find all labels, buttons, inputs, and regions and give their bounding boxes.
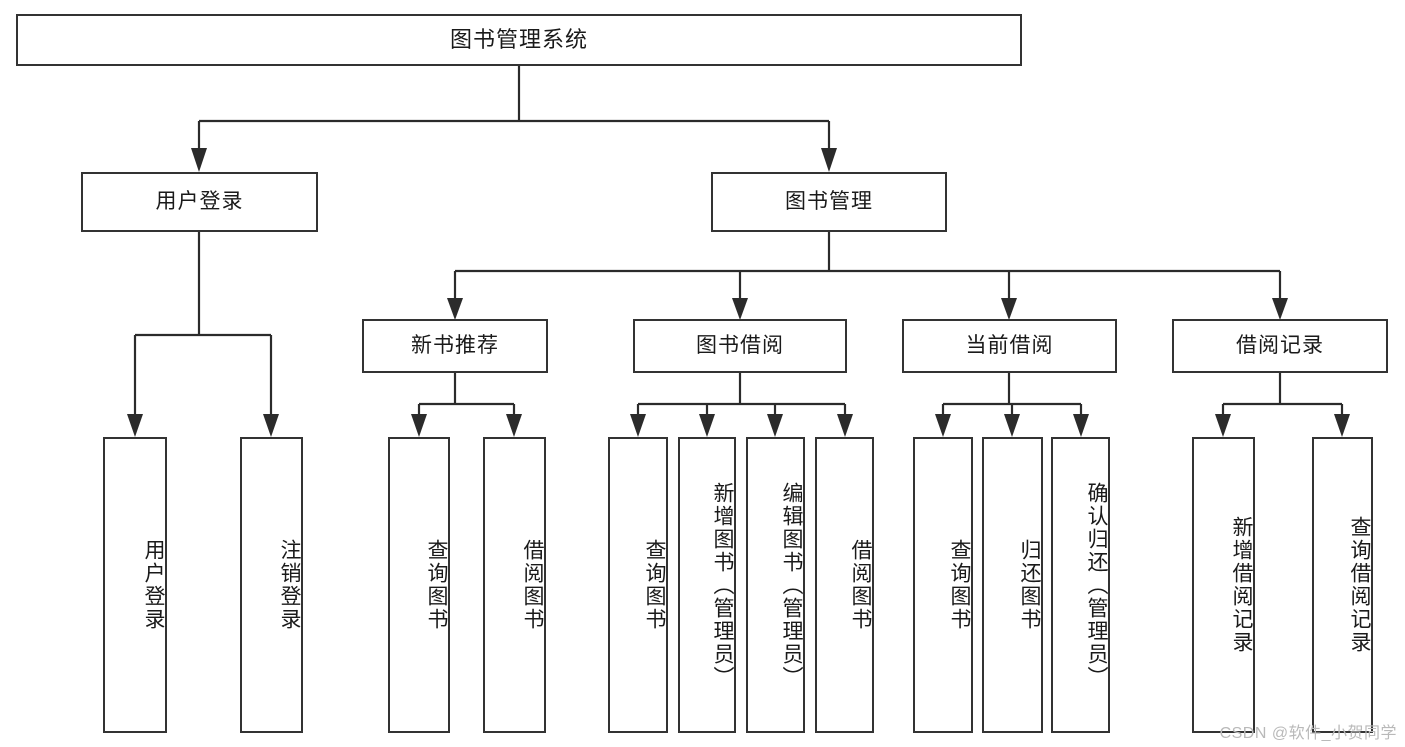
node-leaf-logout[interactable]: 注销登录 <box>240 437 303 733</box>
node-label: 新增图书（管理员） <box>711 481 734 689</box>
node-leaf-add-book[interactable]: 新增图书（管理员） <box>678 437 736 733</box>
node-label: 借阅图书 <box>521 539 544 631</box>
node-root-book-management-system[interactable]: 图书管理系统 <box>16 14 1022 66</box>
node-label: 用户登录 <box>142 539 165 631</box>
node-label: 新增借阅记录 <box>1230 516 1253 654</box>
node-leaf-confirm-return[interactable]: 确认归还（管理员） <box>1051 437 1110 733</box>
node-label: 查询图书 <box>643 539 666 631</box>
node-book-management[interactable]: 图书管理 <box>711 172 947 232</box>
node-label: 用户登录 <box>155 189 244 213</box>
node-leaf-edit-book[interactable]: 编辑图书（管理员） <box>746 437 805 733</box>
node-label: 图书管理 <box>785 189 873 213</box>
node-label: 查询图书 <box>425 539 448 631</box>
node-label: 查询图书 <box>948 539 971 631</box>
node-leaf-query-record[interactable]: 查询借阅记录 <box>1312 437 1373 733</box>
node-label: 确认归还（管理员） <box>1085 481 1108 689</box>
node-leaf-borrow-book-1[interactable]: 借阅图书 <box>483 437 546 733</box>
node-borrow-record[interactable]: 借阅记录 <box>1172 319 1388 373</box>
node-leaf-query-book-2[interactable]: 查询图书 <box>608 437 668 733</box>
node-label: 借阅图书 <box>849 539 872 631</box>
csdn-watermark: CSDN @软件_小贺同学 <box>1219 725 1397 742</box>
node-user-login[interactable]: 用户登录 <box>81 172 318 232</box>
node-leaf-user-login[interactable]: 用户登录 <box>103 437 167 733</box>
node-leaf-return-book[interactable]: 归还图书 <box>982 437 1043 733</box>
node-label: 编辑图书（管理员） <box>780 481 803 689</box>
node-label: 注销登录 <box>278 539 301 631</box>
node-book-borrow[interactable]: 图书借阅 <box>633 319 847 373</box>
node-label: 借阅记录 <box>1236 333 1324 357</box>
node-leaf-add-record[interactable]: 新增借阅记录 <box>1192 437 1255 733</box>
node-label: 当前借阅 <box>965 333 1054 357</box>
node-label: 查询借阅记录 <box>1348 516 1371 654</box>
node-leaf-query-book-3[interactable]: 查询图书 <box>913 437 973 733</box>
node-leaf-borrow-book-2[interactable]: 借阅图书 <box>815 437 874 733</box>
node-label: 图书管理系统 <box>449 27 588 53</box>
node-label: 归还图书 <box>1018 539 1041 631</box>
node-new-book-recommend[interactable]: 新书推荐 <box>362 319 548 373</box>
node-label: 新书推荐 <box>411 333 499 357</box>
node-label: 图书借阅 <box>696 333 784 357</box>
node-leaf-query-book-1[interactable]: 查询图书 <box>388 437 450 733</box>
node-current-borrow[interactable]: 当前借阅 <box>902 319 1117 373</box>
